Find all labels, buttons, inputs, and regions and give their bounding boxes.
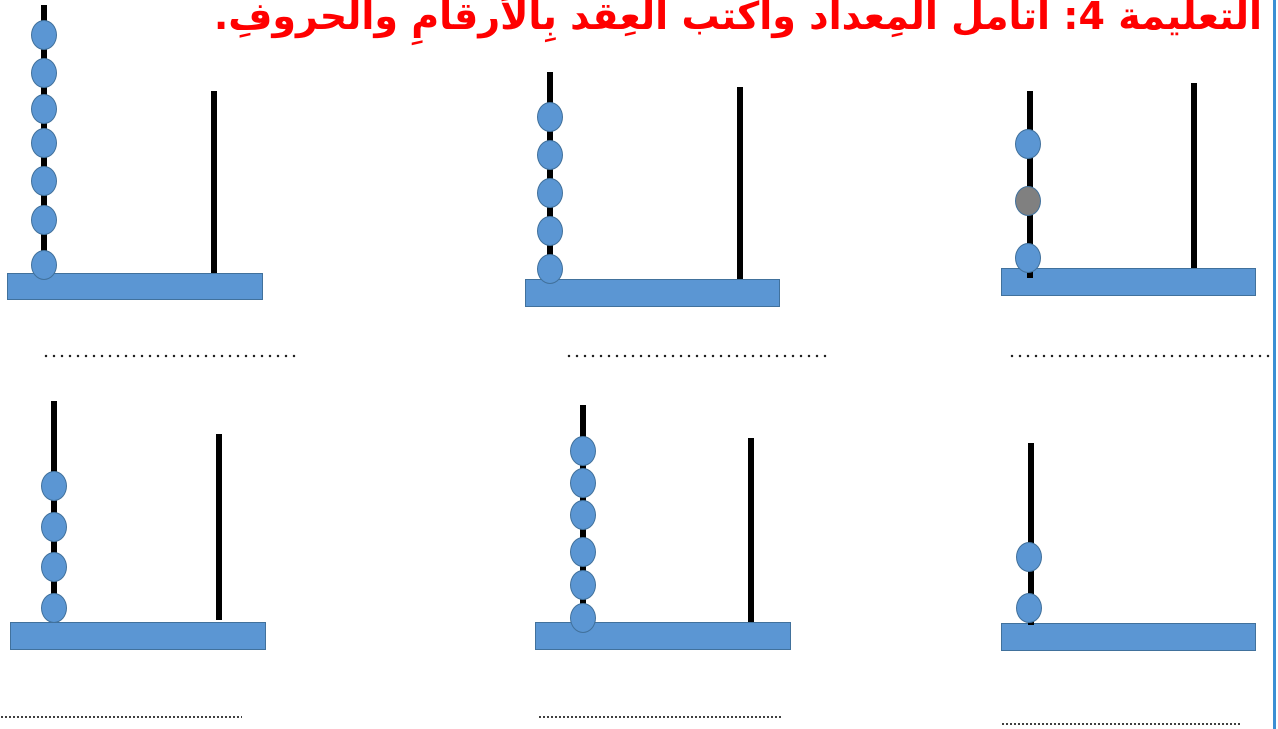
abacus-base — [525, 279, 780, 307]
abacus-bead — [1015, 186, 1041, 216]
abacus-bead — [1015, 129, 1041, 159]
abacus-bead — [537, 102, 563, 132]
abacus-bead — [41, 552, 67, 582]
abacus-bead — [31, 250, 57, 280]
abacus-base — [1001, 268, 1256, 296]
units-rod — [748, 438, 754, 622]
abacus-bead — [31, 166, 57, 196]
tens-rod — [51, 401, 57, 622]
answer-line-top-right[interactable] — [1008, 353, 1274, 359]
abacus-bead — [31, 128, 57, 158]
tens-rod — [547, 72, 553, 280]
answer-line-bottom-left[interactable] — [0, 714, 242, 720]
abacus-bead — [31, 58, 57, 88]
answer-line-top-middle[interactable] — [565, 353, 827, 359]
instruction-title: التعليمة 4: أتأمل المِعداد وأكتب العِقد … — [213, 0, 1262, 38]
answer-line-bottom-right[interactable] — [1001, 721, 1242, 727]
units-rod — [211, 91, 217, 273]
abacus-bead — [1015, 243, 1041, 273]
units-rod — [737, 87, 743, 279]
abacus-bead — [1016, 542, 1042, 572]
abacus-bead — [537, 254, 563, 284]
answer-line-top-left[interactable] — [42, 353, 300, 359]
abacus-bead — [41, 471, 67, 501]
units-rod — [1191, 83, 1197, 268]
abacus-base — [10, 622, 266, 650]
abacus-bead — [537, 178, 563, 208]
abacus-bead — [41, 593, 67, 623]
abacus-bead — [570, 603, 596, 633]
page-right-border — [1273, 0, 1276, 729]
tens-rod — [1027, 91, 1033, 278]
abacus-bead — [570, 570, 596, 600]
abacus-bead — [570, 468, 596, 498]
abacus-bead — [1016, 593, 1042, 623]
abacus-bead — [570, 436, 596, 466]
units-rod — [216, 434, 222, 620]
abacus-base — [1001, 623, 1256, 651]
abacus-bead — [537, 140, 563, 170]
tens-rod — [1028, 443, 1034, 625]
abacus-bead — [31, 20, 57, 50]
abacus-bead — [570, 500, 596, 530]
abacus-bead — [41, 512, 67, 542]
abacus-bead — [570, 537, 596, 567]
answer-line-bottom-middle[interactable] — [538, 714, 781, 720]
abacus-bead — [537, 216, 563, 246]
abacus-bead — [31, 205, 57, 235]
abacus-bead — [31, 94, 57, 124]
